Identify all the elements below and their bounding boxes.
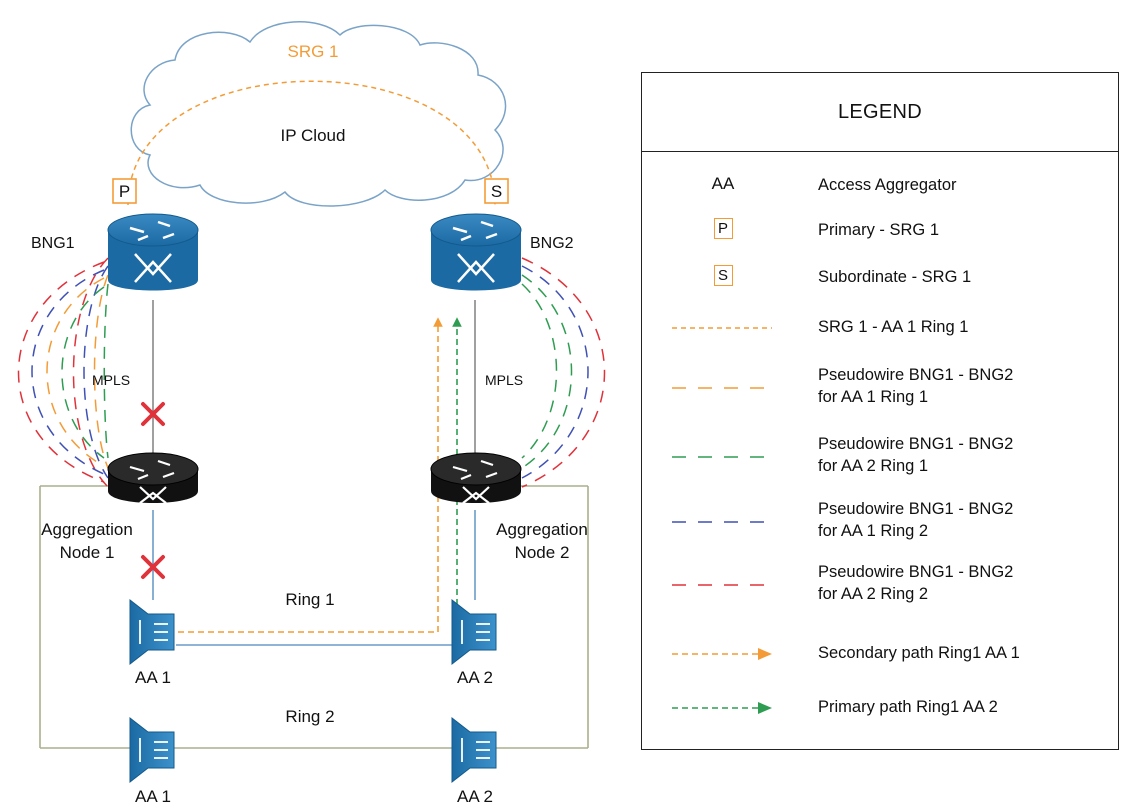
ip-cloud-label: IP Cloud [281, 126, 346, 145]
link-failure-cross-access [141, 555, 165, 579]
mpls-left-label: MPLS [92, 372, 130, 388]
legend-pw-blue-line [672, 521, 772, 523]
legend-srg1-text: SRG 1 - AA 1 Ring 1 [818, 318, 969, 336]
subordinate-badge: S [484, 178, 509, 204]
legend-aa-text: Access Aggregator [818, 176, 957, 194]
svg-text:P: P [119, 182, 130, 201]
legend-primary-path-text: Primary path Ring1 AA 2 [818, 698, 998, 716]
ring1-label: Ring 1 [285, 590, 334, 609]
pseudowires-left-outer [17, 261, 105, 483]
legend-pw1-text: Pseudowire BNG1 - BNG2 [818, 366, 1014, 384]
legend-pw3-text: Pseudowire BNG1 - BNG2 [818, 500, 1014, 518]
aggregation-node-2-icon [430, 452, 522, 504]
ip-cloud-shape [130, 21, 507, 207]
legend-secondary-text: Secondary path Ring1 AA 1 [818, 644, 1020, 662]
aa2-ring2-icon [451, 716, 497, 784]
legend-pw2-text2: for AA 2 Ring 1 [818, 457, 929, 475]
srg1-arc [127, 80, 496, 206]
aggregation-node-1-icon [107, 452, 199, 504]
aa2-ring2-label: AA 2 [457, 787, 493, 806]
legend-primary-arrow [672, 702, 772, 714]
legend-pw3-text2: for AA 1 Ring 2 [818, 522, 929, 540]
aa1-ring1-icon [129, 598, 175, 666]
legend-pw-green-line [672, 456, 772, 458]
aggregation-node-1-label-line1: Aggregation [41, 520, 133, 539]
aggregation-node-2-label-line1: Aggregation [496, 520, 588, 539]
legend-pw-red-line [672, 584, 772, 586]
bng1-router-icon [107, 213, 199, 291]
legend-subordinate-text: Subordinate - SRG 1 [818, 268, 972, 286]
aa2-ring1-icon [451, 598, 497, 666]
ring2-label: Ring 2 [285, 707, 334, 726]
legend-primary-badge: P [713, 218, 733, 239]
aa2-ring1-label: AA 2 [457, 668, 493, 687]
secondary-path-ring1-aa1 [178, 317, 443, 633]
legend-secondary-arrow [672, 648, 772, 660]
srg1-label: SRG 1 [287, 42, 338, 61]
legend-pw1-text2: for AA 1 Ring 1 [818, 388, 929, 406]
legend-primary-text: Primary - SRG 1 [818, 221, 940, 239]
aa1-ring2-icon [129, 716, 175, 784]
aggregation-node-1-label-line2: Node 1 [60, 543, 115, 562]
svg-text:S: S [491, 182, 502, 201]
pseudowires-right [521, 257, 606, 488]
link-failure-cross-mpls [141, 402, 165, 426]
bng1-label: BNG1 [31, 235, 75, 252]
backbone-links [152, 300, 476, 460]
bng2-label: BNG2 [530, 235, 574, 252]
aa1-ring1-label: AA 1 [135, 668, 171, 687]
legend-title: LEGEND [642, 73, 1118, 152]
legend-pw4-text2: for AA 2 Ring 2 [818, 585, 929, 603]
legend-subordinate-badge: S [713, 265, 733, 286]
aggregation-node-2-label-line2: Node 2 [515, 543, 570, 562]
pseudowires-left [72, 257, 109, 488]
primary-badge: P [112, 178, 137, 204]
bng2-router-icon [430, 213, 522, 291]
aa1-ring2-label: AA 1 [135, 787, 171, 806]
mpls-right-label: MPLS [485, 372, 523, 388]
network-diagram: IP Cloud SRG 1 [17, 21, 606, 806]
legend-pw4-text: Pseudowire BNG1 - BNG2 [818, 563, 1014, 581]
access-links [152, 510, 476, 646]
legend-panel: LEGEND AA Access Aggregator P Primary - … [641, 72, 1119, 750]
legend-pw-orange-line [672, 387, 772, 389]
legend-srg1-line [672, 327, 772, 329]
legend-aa-symbol: AA [711, 174, 735, 193]
legend-pw2-text: Pseudowire BNG1 - BNG2 [818, 435, 1014, 453]
